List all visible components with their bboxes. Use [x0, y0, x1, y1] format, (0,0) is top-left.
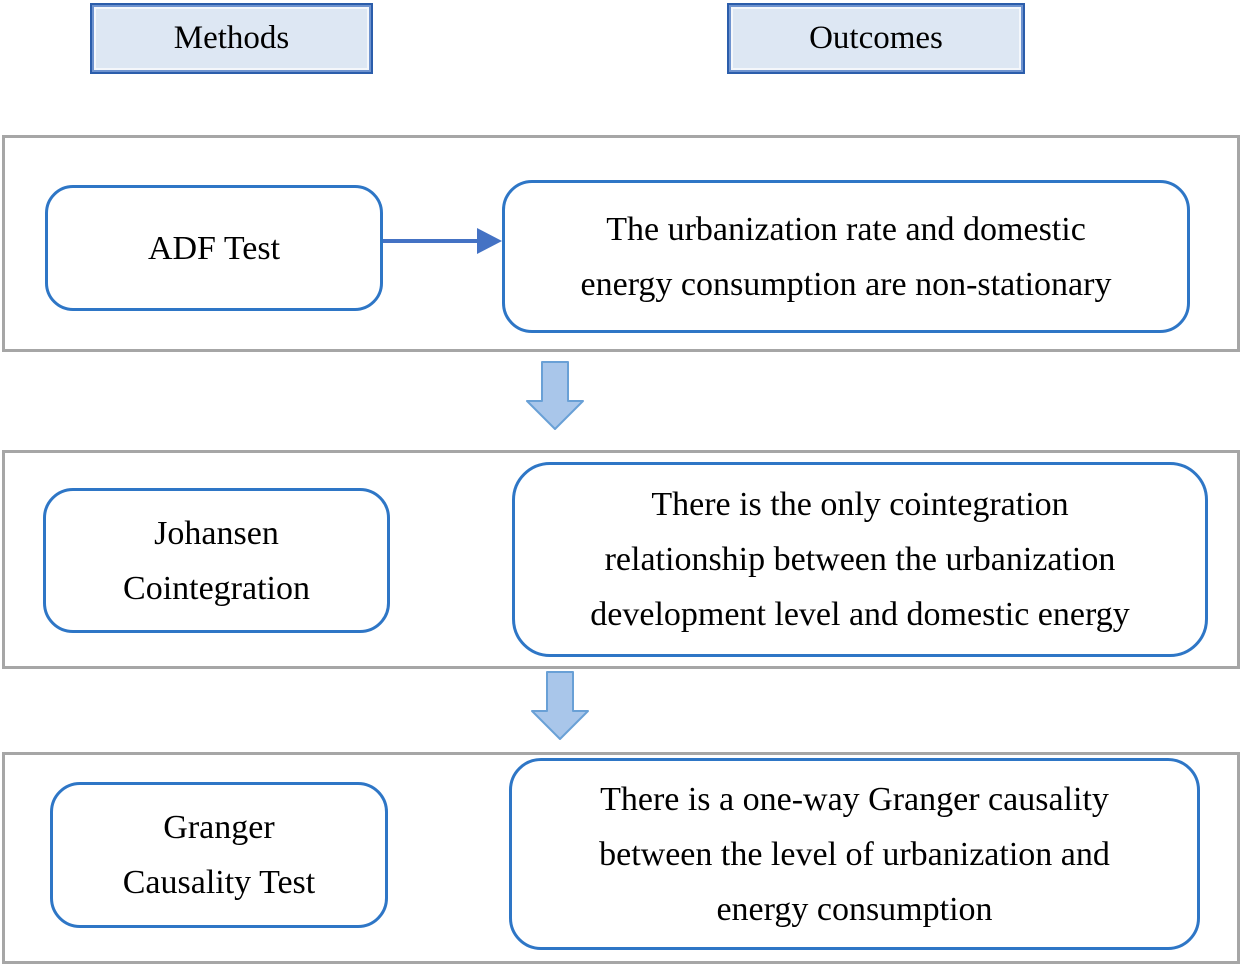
method-label-adf: ADF Test	[147, 229, 281, 267]
outcome-label-adf: The urbanization rate and domestic energ…	[580, 210, 1112, 303]
outcome-label-johansen: There is the only cointegration relation…	[590, 486, 1130, 633]
down-arrow-icon	[526, 361, 584, 430]
outcome-box-johansen: There is the only cointegration relation…	[512, 462, 1208, 657]
outcome-label-granger: There is a one-way Granger causality bet…	[599, 780, 1110, 928]
method-box-johansen: Johansen Cointegration	[43, 488, 390, 633]
methods-header-label: Methods	[173, 20, 290, 56]
outcome-box-adf: The urbanization rate and domestic energ…	[502, 180, 1190, 333]
methods-header: Methods	[90, 3, 373, 74]
method-label-granger: Granger Causality Test	[122, 809, 316, 901]
method-box-granger: Granger Causality Test	[50, 782, 388, 928]
outcomes-header: Outcomes	[727, 3, 1025, 74]
down-arrow-icon	[531, 671, 589, 740]
method-box-adf: ADF Test	[45, 185, 383, 311]
outcomes-header-label: Outcomes	[809, 20, 943, 56]
right-arrow-icon	[383, 228, 502, 254]
method-label-johansen: Johansen Cointegration	[123, 514, 310, 607]
outcome-box-granger: There is a one-way Granger causality bet…	[509, 758, 1200, 950]
